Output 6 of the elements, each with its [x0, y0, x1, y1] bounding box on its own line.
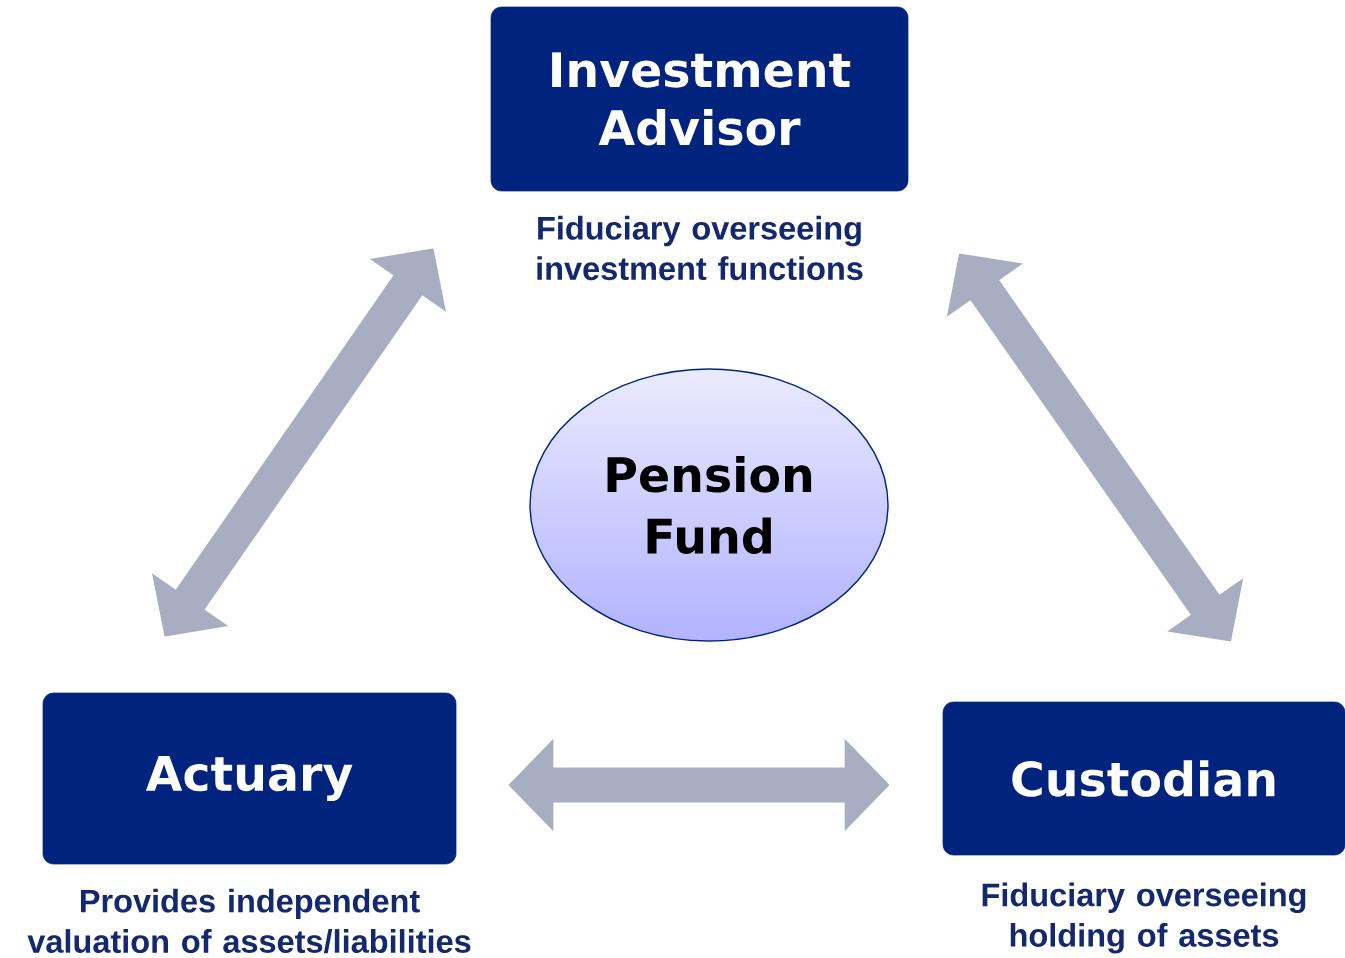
role-box: Custodian	[942, 701, 1345, 856]
role-box: Actuary	[42, 692, 457, 865]
caption-text: Provides independent valuation of assets/liabilities	[27, 888, 471, 954]
caption-text: Fiduciary overseeing holding of assets	[982, 882, 1306, 954]
role-box: Investment Advisor	[490, 6, 909, 192]
caption-text: Fiduciary overseeing investment functions	[537, 215, 863, 281]
